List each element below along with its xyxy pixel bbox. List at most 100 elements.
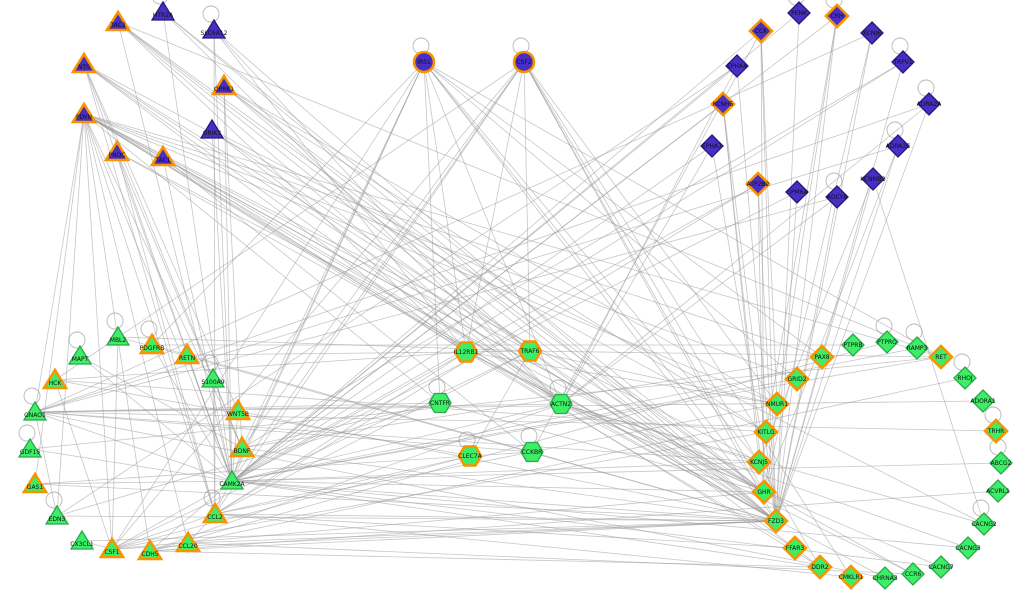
node-GRID2-diamond-icon[interactable]	[784, 366, 810, 392]
node-CRH[interactable]: CRH	[824, 3, 850, 29]
node-CHRNA3[interactable]: CHRNA3	[872, 566, 898, 590]
node-CCKBR-hexagon-icon[interactable]	[520, 441, 544, 463]
node-FFAR3-diamond-icon[interactable]	[782, 535, 808, 561]
node-S100A9-triangle-icon[interactable]	[200, 367, 226, 388]
node-ADRA2A[interactable]: ADRA2A	[917, 92, 943, 116]
node-GNAO1-triangle-icon[interactable]	[22, 400, 48, 421]
node-TRAF6-hexagon-icon[interactable]	[517, 340, 543, 362]
node-HTR2A-triangle-icon[interactable]	[150, 0, 176, 21]
node-CACNG3[interactable]: CACNG3	[955, 536, 981, 560]
node-KCNJ5-diamond-icon[interactable]	[746, 449, 772, 475]
node-CACNG3-diamond-icon[interactable]	[956, 536, 980, 560]
node-CACNG2[interactable]: CACNG2	[971, 512, 997, 536]
node-CCL2[interactable]: CCL2	[201, 501, 229, 524]
node-PTPRB[interactable]: PTPRB	[841, 333, 865, 357]
node-CCL20-triangle-icon[interactable]	[174, 530, 202, 553]
node-ADCY8-diamond-icon[interactable]	[825, 185, 849, 209]
node-PENK[interactable]: PENK	[787, 1, 811, 25]
node-CCK[interactable]: CCK	[748, 18, 774, 44]
node-ABCG2[interactable]: ABCG2	[989, 451, 1013, 475]
node-TRHR[interactable]: TRHR	[983, 418, 1009, 444]
node-NMUR1-diamond-icon[interactable]	[764, 391, 790, 417]
node-SLC6A12-triangle-icon[interactable]	[201, 18, 227, 39]
node-CACNG7-diamond-icon[interactable]	[929, 555, 953, 579]
node-TRAF6[interactable]: TRAF6	[517, 340, 543, 362]
node-KCNMB2-diamond-icon[interactable]	[861, 167, 885, 191]
node-GDF15-triangle-icon[interactable]	[17, 437, 43, 458]
node-CRH-diamond-icon[interactable]	[824, 3, 850, 29]
node-ADRA2A-diamond-icon[interactable]	[917, 92, 941, 116]
node-HCK-triangle-icon[interactable]	[41, 367, 69, 390]
node-SLC6A12[interactable]: SLC6A12	[201, 18, 228, 39]
node-FFAR3[interactable]: FFAR3	[782, 535, 808, 561]
node-RET-diamond-icon[interactable]	[928, 344, 954, 370]
node-IRS1[interactable]: IRS1	[412, 50, 436, 74]
node-RHOJ[interactable]: RHOJ	[953, 366, 977, 390]
node-CCK-diamond-icon[interactable]	[748, 18, 774, 44]
node-MBL2-triangle-icon[interactable]	[105, 325, 131, 346]
node-GAS1[interactable]: GAS1	[21, 471, 49, 494]
node-ADRA2C[interactable]: ADRA2C	[886, 134, 911, 158]
node-RHOJ-diamond-icon[interactable]	[953, 366, 977, 390]
node-TAC3-triangle-icon[interactable]	[104, 9, 132, 32]
node-PTPRB-diamond-icon[interactable]	[841, 333, 865, 357]
node-HCK[interactable]: HCK	[41, 367, 69, 390]
node-CNTFR[interactable]: CNTFR	[428, 392, 452, 414]
node-TAC3[interactable]: TAC3	[104, 9, 132, 32]
node-ACVRL1[interactable]: ACVRL1	[986, 479, 1010, 503]
node-GPM6A-diamond-icon[interactable]	[785, 180, 809, 204]
node-RETN-triangle-icon[interactable]	[173, 342, 201, 365]
node-IL12RB1-hexagon-icon[interactable]	[453, 341, 479, 363]
node-CHRNA3-diamond-icon[interactable]	[873, 566, 897, 590]
node-CAMK2A-triangle-icon[interactable]	[219, 469, 245, 490]
node-CLEC7A-hexagon-icon[interactable]	[457, 445, 483, 467]
node-CACNG2-diamond-icon[interactable]	[972, 512, 996, 536]
node-GRIK3-triangle-icon[interactable]	[199, 118, 225, 139]
node-EPHA7-diamond-icon[interactable]	[700, 134, 724, 158]
node-RAMP3-diamond-icon[interactable]	[905, 336, 929, 360]
node-EPHA7[interactable]: EPHA7	[700, 134, 724, 158]
node-ACTN2[interactable]: ACTN2	[549, 393, 573, 415]
node-PTPRO[interactable]: PTPRO	[875, 330, 899, 354]
node-PDYN-triangle-icon[interactable]	[70, 101, 98, 124]
node-KCNH5-diamond-icon[interactable]	[710, 91, 736, 117]
node-IRS1-circle-icon[interactable]	[412, 50, 436, 74]
node-CACNG7[interactable]: CACNG7	[928, 555, 954, 579]
node-EPHA4-diamond-icon[interactable]	[725, 54, 749, 78]
node-CCKBR[interactable]: CCKBR	[520, 441, 544, 463]
node-ACVRL1-diamond-icon[interactable]	[986, 479, 1010, 503]
node-ACTN2-hexagon-icon[interactable]	[549, 393, 573, 415]
node-GPM6A[interactable]: GPM6A	[785, 180, 809, 204]
node-CSF2[interactable]: CSF2	[512, 50, 536, 74]
node-TRHR-diamond-icon[interactable]	[983, 418, 1009, 444]
node-DDR2-diamond-icon[interactable]	[807, 554, 833, 580]
node-TAC1-triangle-icon[interactable]	[149, 144, 177, 167]
node-ADCY8[interactable]: ADCY8	[825, 185, 849, 209]
node-TRPV1[interactable]: TRPV1	[891, 50, 915, 74]
node-CMKLR1-diamond-icon[interactable]	[838, 564, 864, 590]
node-EDN3-triangle-icon[interactable]	[44, 504, 70, 525]
node-CSF1-triangle-icon[interactable]	[98, 536, 126, 559]
node-NTS-triangle-icon[interactable]	[70, 51, 98, 74]
node-CX3CL1[interactable]: CX3CL1	[69, 529, 95, 550]
node-WNT5B-triangle-icon[interactable]	[224, 398, 252, 421]
node-CX3CL1-triangle-icon[interactable]	[69, 529, 95, 550]
node-EDN3[interactable]: EDN3	[44, 504, 70, 525]
node-ABCG2-diamond-icon[interactable]	[989, 451, 1013, 475]
node-PENK-diamond-icon[interactable]	[787, 1, 811, 25]
node-PDYN[interactable]: PDYN	[70, 101, 98, 124]
node-KCNJ6-diamond-icon[interactable]	[860, 21, 884, 45]
node-GNAO1[interactable]: GNAO1	[22, 400, 48, 421]
node-GAS1-triangle-icon[interactable]	[21, 471, 49, 494]
node-RET[interactable]: RET	[928, 344, 954, 370]
node-GHR-diamond-icon[interactable]	[751, 479, 777, 505]
node-NTS[interactable]: NTS	[70, 51, 98, 74]
node-HTR2A[interactable]: HTR2A	[150, 0, 176, 21]
node-CCR6[interactable]: CCR6	[901, 562, 925, 586]
node-CCL2-triangle-icon[interactable]	[201, 501, 229, 524]
node-KCNH5[interactable]: KCNH5	[710, 91, 736, 117]
node-BDNF-triangle-icon[interactable]	[228, 435, 256, 458]
node-ADORA1-diamond-icon[interactable]	[971, 389, 995, 413]
